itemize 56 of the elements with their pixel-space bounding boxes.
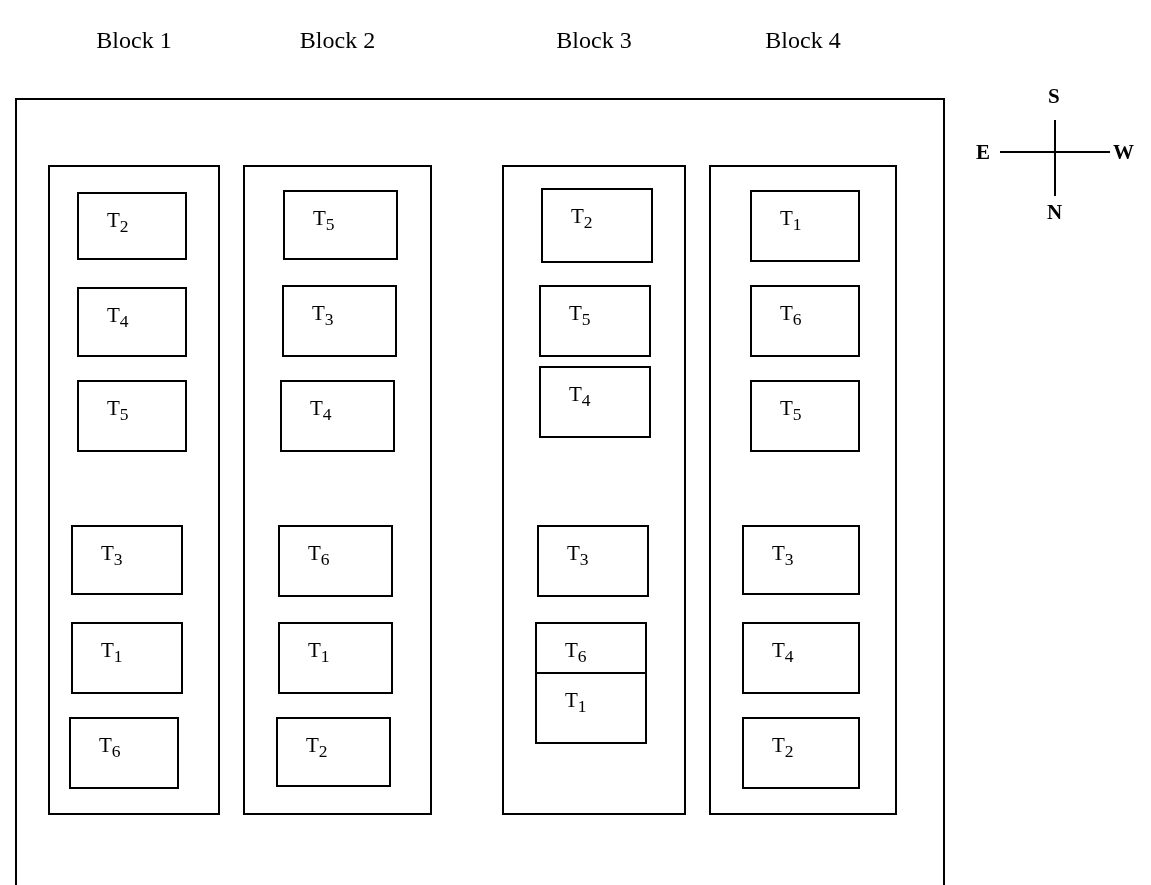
plot-box [750, 285, 860, 357]
treatment-label: T$_{5}$ [569, 301, 591, 331]
treatment-label: T$_{2}$ [772, 733, 794, 763]
treatment-label: T$_{2}$ [107, 208, 129, 238]
block-heading: Block 4 [764, 27, 842, 54]
plot-box [541, 188, 653, 263]
plot-box [535, 622, 647, 674]
treatment-label: T$_{1}$ [101, 638, 123, 668]
plot-box [276, 717, 391, 787]
treatment-label: T$_{6}$ [308, 541, 330, 571]
plot-box [77, 287, 187, 357]
plot-box [71, 525, 183, 595]
treatment-label: T$_{4}$ [569, 382, 591, 412]
plot-box [69, 717, 179, 789]
plot-box [742, 622, 860, 694]
treatment-label: T$_{5}$ [780, 396, 802, 426]
treatment-label: T$_{6}$ [780, 301, 802, 331]
plot-box [280, 380, 395, 452]
plot-box [282, 285, 397, 357]
treatment-label: T$_{3}$ [772, 541, 794, 571]
treatment-label: T$_{4}$ [310, 396, 332, 426]
treatment-label: T$_{1}$ [780, 206, 802, 236]
plot-box [278, 525, 393, 597]
treatment-label: T$_{3}$ [101, 541, 123, 571]
treatment-label: T$_{4}$ [107, 303, 129, 333]
plot-box [278, 622, 393, 694]
plot-box [77, 380, 187, 452]
compass-letter: N [1047, 200, 1063, 225]
plot-box [539, 285, 651, 357]
treatment-label: T$_{4}$ [772, 638, 794, 668]
treatment-label: T$_{6}$ [565, 638, 587, 668]
plot-box [750, 190, 860, 262]
plot-box [71, 622, 183, 694]
treatment-label: T$_{5}$ [107, 396, 129, 426]
block-heading: Block 1 [95, 27, 173, 54]
plot-box [742, 717, 860, 789]
compass-letter: E [976, 140, 990, 165]
treatment-label: T$_{1}$ [308, 638, 330, 668]
treatment-label: T$_{5}$ [313, 206, 335, 236]
plot-box [283, 190, 398, 260]
plot-box [535, 672, 647, 744]
compass-letter: W [1113, 140, 1134, 165]
block-heading: Block 3 [555, 27, 633, 54]
compass-letter: S [1048, 84, 1060, 109]
plot-box [742, 525, 860, 595]
treatment-label: T$_{2}$ [306, 733, 328, 763]
treatment-label: T$_{1}$ [565, 688, 587, 718]
plot-box [537, 525, 649, 597]
plot-box [77, 192, 187, 260]
treatment-label: T$_{3}$ [567, 541, 589, 571]
treatment-label: T$_{3}$ [312, 301, 334, 331]
treatment-label: T$_{6}$ [99, 733, 121, 763]
plot-box [750, 380, 860, 452]
treatment-label: T$_{2}$ [571, 204, 593, 234]
block-heading: Block 2 [298, 27, 377, 54]
plot-box [539, 366, 651, 438]
